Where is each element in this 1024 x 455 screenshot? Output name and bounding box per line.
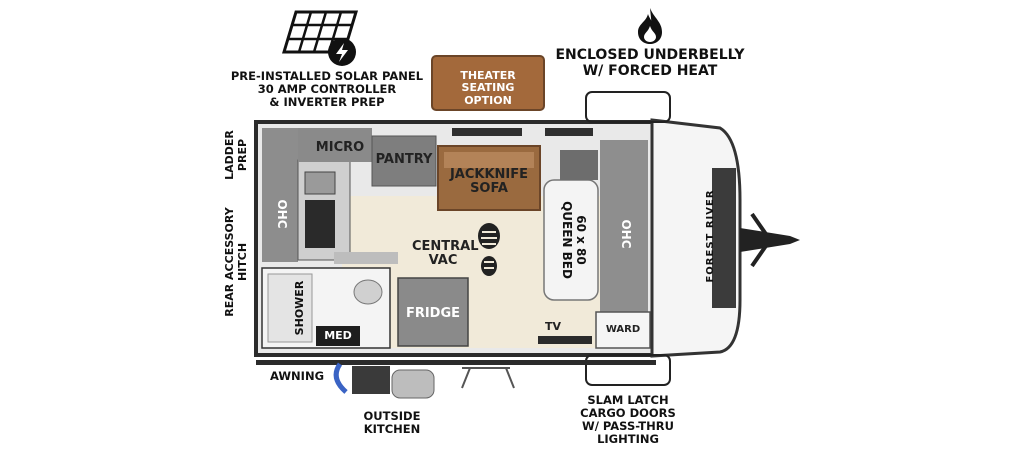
central-vac-line-2: VAC	[428, 253, 458, 269]
solar-line-2: 30 AMP CONTROLLER	[257, 81, 397, 96]
cargo-line-4: LIGHTING	[597, 431, 659, 446]
theater-callout: THEATER SEATING OPTION	[432, 69, 544, 107]
brand-label: FOREST RIVER	[705, 189, 716, 283]
solar-callout: PRE-INSTALLED SOLAR PANEL 30 AMP CONTROL…	[212, 70, 442, 109]
sofa-label: JACKKNIFE SOFA	[438, 167, 540, 197]
theater-line-3: OPTION	[464, 93, 512, 107]
wardrobe	[595, 311, 651, 349]
pantry-label: PANTRY	[375, 152, 433, 167]
outside-kitchen-line-2: KITCHEN	[363, 421, 421, 436]
underbelly-line-2: W/ FORCED HEAT	[582, 62, 718, 79]
stove	[304, 171, 336, 195]
cargo-callout: SLAM LATCH CARGO DOORS W/ PASS-THRU LIGH…	[562, 394, 694, 446]
hitch-line-1: REAR ACCESSORY	[223, 207, 236, 317]
hitch-line-2: HITCH	[235, 242, 249, 282]
shower-label: SHOWER	[293, 280, 306, 336]
med-cabinet	[316, 326, 360, 346]
flame-icon	[638, 8, 662, 44]
fridge-label: FRIDGE	[405, 306, 461, 321]
cargo-door-bottom	[585, 354, 671, 386]
sofa-line-2: SOFA	[470, 181, 508, 197]
cargo-line-3: W/ PASS-THRU	[582, 418, 674, 433]
bed-line-2: QUEEN BED	[560, 201, 575, 279]
cargo-line-2: CARGO DOORS	[580, 405, 676, 420]
micro-cabinet	[298, 128, 372, 162]
underbelly-line-1: ENCLOSED UNDERBELLY	[555, 47, 745, 63]
hitch-frame	[750, 212, 773, 268]
theater-seating-box	[431, 55, 545, 111]
outside-kitchen-unit	[352, 366, 390, 394]
ohc-rear-label: OHC	[275, 199, 289, 229]
solar-line-1: PRE-INSTALLED SOLAR PANEL	[230, 69, 424, 83]
med-label: MED	[324, 329, 352, 342]
footprint-icon	[478, 223, 500, 276]
shower-stall	[267, 273, 313, 343]
micro-label: MICRO	[315, 140, 365, 155]
ward-label: WARD	[605, 324, 641, 335]
cargo-line-1: SLAM LATCH	[587, 393, 669, 407]
awning-label: AWNING	[269, 369, 325, 383]
rear-ohc-cabinet	[262, 128, 298, 262]
theater-line-2: SEATING	[461, 81, 515, 95]
window-top-1	[452, 128, 522, 136]
ohc-front-label: OHC	[619, 219, 633, 249]
outside-kitchen-tank	[391, 369, 435, 399]
tv-label: TV	[544, 320, 562, 333]
ladder-line-1: LADDER	[223, 130, 236, 180]
solar-panel-icon	[282, 10, 359, 66]
tv-unit	[538, 336, 592, 344]
sofa-back	[444, 152, 534, 168]
sofa-line-1: JACKKNIFE	[449, 167, 529, 182]
window-top-2	[545, 128, 593, 136]
fridge-box	[397, 277, 469, 347]
hose	[333, 362, 348, 394]
counter-bar	[334, 252, 398, 264]
central-vac-label: CENTRAL VAC	[412, 239, 479, 269]
toilet	[353, 279, 383, 305]
outside-kitchen-callout: OUTSIDE KITCHEN	[350, 410, 434, 436]
bed-line-1: 60 x 80	[574, 215, 588, 265]
central-vac-line-1: CENTRAL	[412, 239, 479, 254]
nightstand	[560, 150, 598, 180]
awning-rail	[256, 360, 656, 365]
theater-line-1: THEATER	[460, 69, 516, 82]
cargo-door-top	[585, 91, 671, 123]
front-cap-panel	[712, 168, 736, 308]
outside-kitchen-line-1: OUTSIDE	[363, 409, 421, 423]
front-ohc-cabinet	[600, 140, 648, 312]
kitchen-sink	[305, 200, 335, 248]
solar-line-3: & INVERTER PREP	[269, 94, 385, 109]
underbelly-callout: ENCLOSED UNDERBELLY W/ FORCED HEAT	[545, 47, 755, 79]
pantry-cabinet	[371, 135, 437, 187]
ladder-line-2: PREP	[235, 138, 249, 172]
entry-steps	[461, 367, 515, 389]
